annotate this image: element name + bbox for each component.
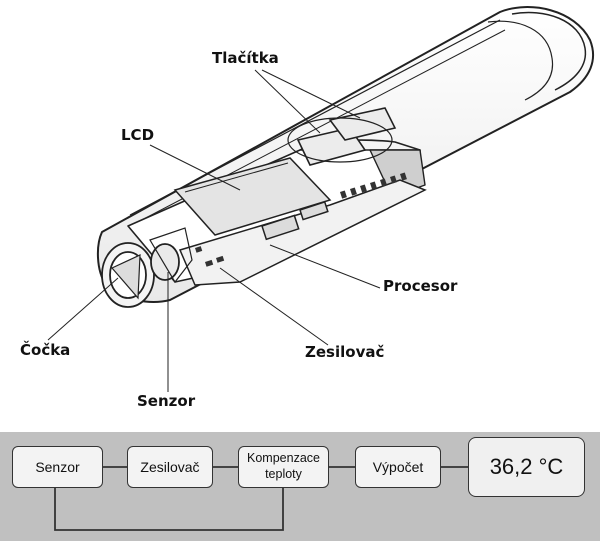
stage-calculation-label: Výpočet [372, 459, 424, 475]
stage-sensor-box: Senzor [12, 446, 103, 488]
callout-lines [47, 69, 381, 392]
callout-buttons: Tlačítka [212, 49, 279, 67]
stage-calculation-box: Výpočet [355, 446, 441, 488]
thermometer-exploded-illustration [47, 6, 595, 392]
lcd-panel [173, 157, 332, 236]
stage-compensation-label-line1: Kompenzace [247, 451, 320, 466]
callout-amplifier: Zesilovač [305, 343, 385, 361]
stage-amplifier-box: Zesilovač [127, 446, 213, 488]
circuit-board [178, 172, 427, 286]
button-keys [287, 107, 397, 166]
stage-display-value: 36,2 °C [489, 454, 564, 479]
callout-lens: Čočka [20, 341, 71, 359]
stage-amplifier-label: Zesilovač [140, 459, 200, 475]
callout-sensor: Senzor [137, 392, 196, 410]
stage-display-box: 36,2 °C [468, 437, 585, 497]
stage-compensation-label-line2: teploty [265, 467, 302, 481]
lens-and-sensor [101, 227, 193, 308]
stage-compensation-box: Kompenzace teploty [238, 446, 329, 488]
stage-sensor-label: Senzor [35, 459, 80, 475]
callout-processor: Procesor [383, 277, 458, 295]
callout-lcd: LCD [121, 126, 155, 144]
signal-flow-panel: Senzor Zesilovač Kompenzace teploty Výpo… [0, 432, 600, 541]
flow-connectors [54, 466, 468, 531]
connector-sensor-compensation-loop [54, 488, 284, 531]
